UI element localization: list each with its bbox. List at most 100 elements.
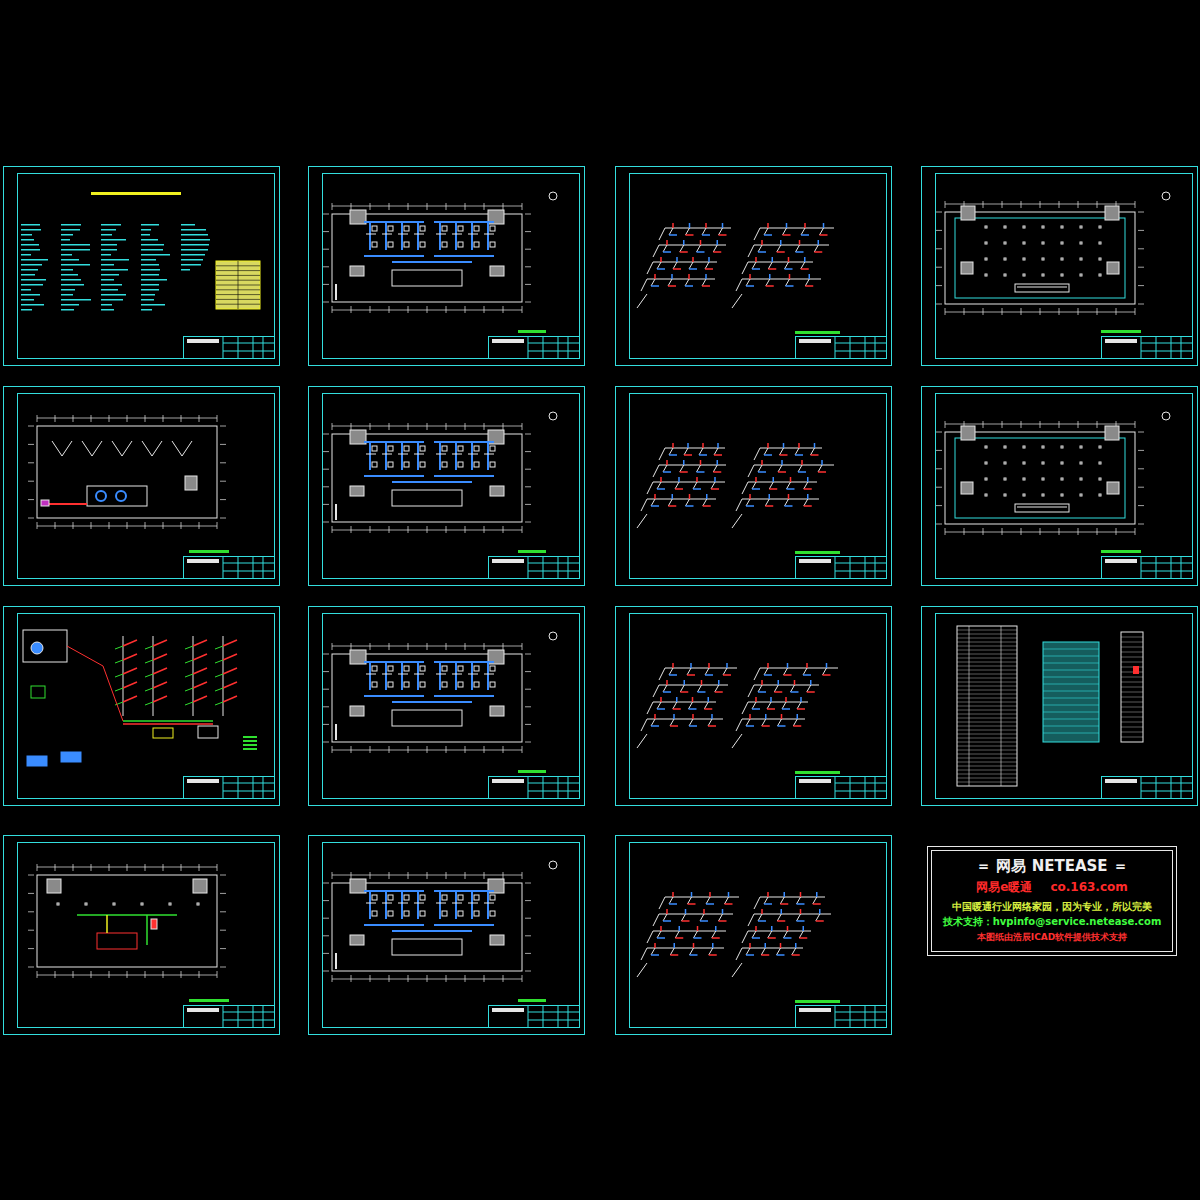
drawing-line — [1043, 726, 1099, 727]
drawing-line — [809, 274, 811, 279]
drawing-line — [1043, 663, 1099, 664]
drawing-line — [123, 682, 137, 688]
drawing-line — [783, 234, 791, 236]
drawing-rect — [21, 259, 48, 261]
drawing-line — [109, 415, 110, 422]
drawing-line — [1135, 528, 1136, 535]
watermark-text: 网易e暖通 — [976, 880, 1032, 895]
drawing-line — [1156, 776, 1157, 798]
drawing-line — [427, 203, 428, 210]
drawing-rect — [490, 895, 495, 900]
drawing-line — [1043, 705, 1099, 706]
drawing-rect — [141, 269, 160, 271]
drawing-line — [528, 783, 579, 784]
drawing-line — [468, 234, 478, 235]
drawing-line — [777, 251, 785, 253]
drawing-line — [389, 306, 390, 313]
drawing-line — [1121, 657, 1143, 658]
drawing-rect — [404, 895, 409, 900]
drawing-line — [263, 776, 264, 798]
drawing-line — [703, 499, 707, 506]
drawing-line — [749, 714, 751, 719]
drawing-rect — [404, 446, 409, 451]
drawing-line — [711, 488, 719, 490]
drawing-line — [1121, 642, 1143, 643]
drawing-rect — [243, 736, 257, 738]
drawing-line — [1097, 528, 1098, 535]
drawing-rect — [420, 242, 425, 247]
drawing-line — [865, 556, 866, 578]
drawing-line — [778, 471, 786, 473]
drawing-rect — [936, 174, 1193, 359]
drawing-rect — [404, 226, 409, 231]
drawing-rect — [404, 462, 409, 467]
drawing-line — [957, 678, 1017, 679]
drawing-line — [835, 783, 886, 784]
drawing-line — [675, 488, 683, 490]
drawing-line — [223, 343, 274, 344]
drawing-rect — [388, 666, 393, 671]
drawing-line — [351, 423, 352, 430]
drawing-rect — [1023, 462, 1025, 464]
drawing-rect — [141, 289, 159, 291]
drawing-line — [238, 1005, 239, 1027]
drawing-line — [669, 234, 677, 236]
drawing-rect — [332, 214, 522, 302]
drawing-line — [823, 668, 827, 675]
drawing-line — [804, 482, 808, 489]
drawing-rect — [101, 304, 112, 306]
drawing-line — [427, 746, 428, 753]
drawing-rect — [97, 933, 137, 949]
drawing-line — [323, 742, 329, 743]
drawing-line — [769, 494, 771, 499]
drawing-line — [957, 710, 1017, 711]
drawing-line — [637, 514, 647, 528]
drawing-rect — [198, 726, 218, 738]
drawing-line — [659, 668, 665, 680]
drawing-rect — [101, 244, 117, 246]
drawing-line — [783, 228, 787, 235]
drawing-line — [865, 336, 866, 358]
drawing-line — [503, 975, 504, 982]
drawing-rect — [922, 167, 1198, 366]
drawing-line — [351, 306, 352, 313]
drawing-line — [484, 746, 485, 753]
drawing-line — [774, 691, 782, 693]
drawing-line — [758, 245, 762, 252]
drawing-rect — [1080, 478, 1082, 480]
drawing-line — [408, 746, 409, 753]
drawing-rect — [1004, 226, 1006, 228]
drawing-line — [1121, 717, 1143, 718]
drawing-line — [680, 465, 684, 472]
drawing-line — [77, 914, 177, 916]
drawing-line — [706, 897, 710, 904]
drawing-line — [1002, 528, 1003, 535]
drawing-line — [749, 943, 751, 948]
drawing-line — [672, 663, 674, 668]
drawing-line — [47, 503, 87, 505]
drawing-line — [814, 251, 822, 253]
drawing-line — [717, 443, 719, 448]
drawing-rect — [61, 254, 72, 256]
drawing-line — [752, 702, 756, 709]
drawing-line — [663, 245, 667, 252]
drawing-line — [805, 279, 809, 286]
drawing-line — [522, 746, 523, 753]
drawing-rect — [21, 299, 34, 301]
drawing-rect — [518, 330, 546, 333]
drawing-line — [785, 505, 793, 507]
drawing-line — [145, 674, 153, 677]
drawing-line — [503, 203, 504, 210]
drawing-line — [522, 975, 523, 982]
drawing-line — [323, 522, 329, 523]
drawing-line — [172, 441, 182, 456]
drawing-rect — [323, 394, 580, 579]
drawing-line — [1135, 421, 1136, 428]
drawing-line — [471, 662, 473, 690]
drawing-line — [957, 682, 1017, 683]
drawing-line — [689, 268, 697, 270]
drawing-line — [182, 441, 192, 456]
drawing-line — [702, 234, 710, 236]
drawing-line — [786, 223, 788, 228]
drawing-line — [669, 897, 673, 904]
